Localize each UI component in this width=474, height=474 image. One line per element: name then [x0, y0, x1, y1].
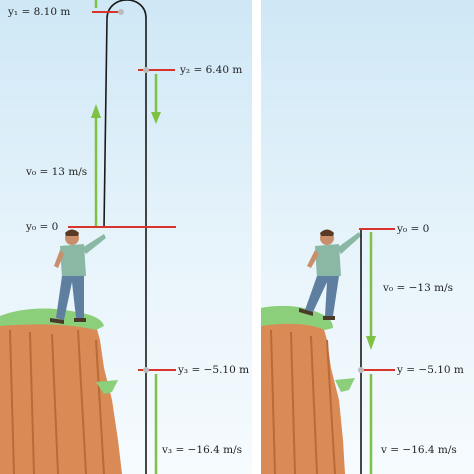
- velocity-arrows: [91, 0, 161, 474]
- label-v3: v₃ = −16.4 m/s: [162, 444, 243, 456]
- cliff: [0, 308, 122, 474]
- cliff-right: [261, 305, 355, 474]
- velocity-arrows-right: [366, 232, 376, 474]
- label-y0-right: y₀ = 0: [397, 223, 430, 235]
- label-v-right: v = −16.4 m/s: [381, 444, 457, 456]
- left-diagram: [0, 0, 176, 474]
- trajectory-path: [103, 0, 147, 474]
- label-y1: y₁ = 8.10 m: [8, 6, 71, 18]
- position-markers: [68, 9, 176, 373]
- position-markers-right: [358, 228, 395, 373]
- label-y2: y₂ = 6.40 m: [180, 64, 243, 76]
- person-figure-right: [299, 229, 361, 320]
- label-v0: v₀ = 13 m/s: [26, 166, 88, 178]
- label-y-right: y = −5.10 m: [397, 364, 464, 376]
- right-panel: y₀ = 0 v₀ = −13 m/s y = −5.10 m v = −16.…: [261, 0, 474, 474]
- label-y3: y₃ = −5.10 m: [178, 364, 250, 376]
- left-panel: y₁ = 8.10 m y₂ = 6.40 m v₀ = 13 m/s y₀ =…: [0, 0, 252, 474]
- right-diagram: [261, 228, 395, 474]
- person-figure: [50, 229, 106, 324]
- label-y0: y₀ = 0: [26, 221, 59, 233]
- label-v0-right: v₀ = −13 m/s: [383, 282, 453, 294]
